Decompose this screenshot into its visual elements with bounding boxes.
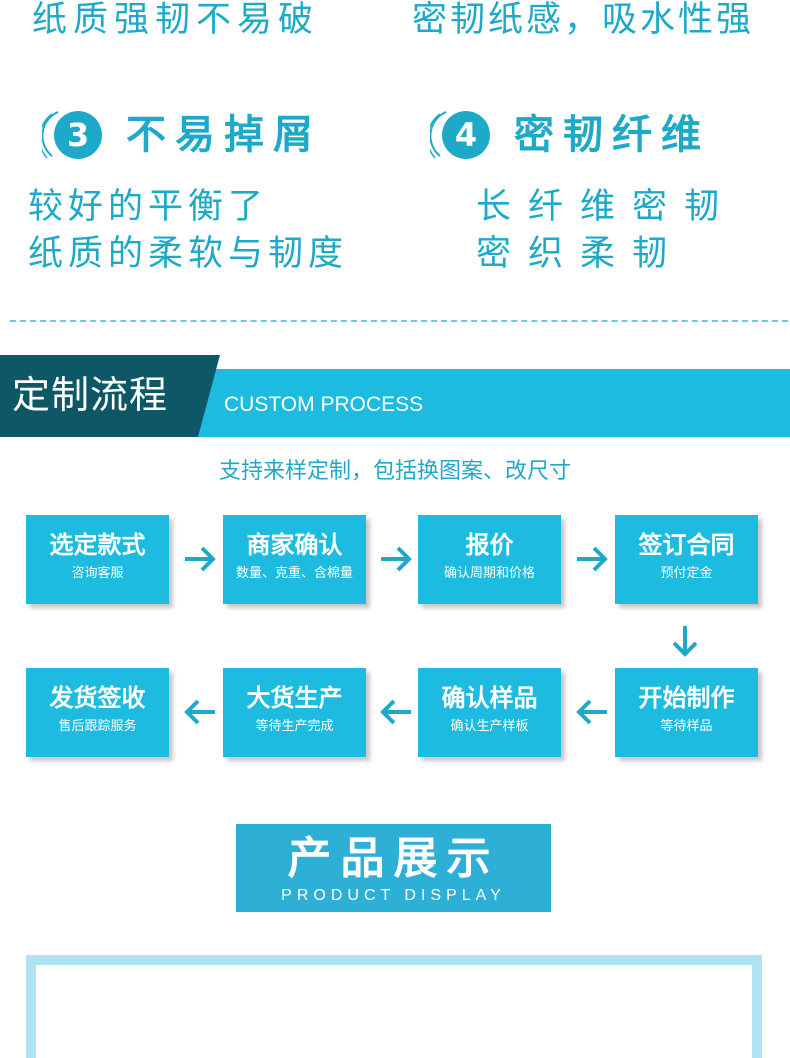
number-circle: 3	[54, 111, 102, 159]
arrow-left-icon	[576, 699, 607, 725]
process-step-1: 选定款式 咨询客服	[26, 515, 169, 604]
product-image-frame	[26, 955, 762, 1058]
section-header-band: 定制流程 CUSTOM PROCESS	[0, 355, 790, 437]
feature-description-4: 长纤维密韧 密织柔韧	[476, 184, 736, 278]
process-step-7: 大货生产 等待生产完成	[223, 668, 366, 757]
feature-title: 密韧纤维	[514, 112, 710, 158]
step-subtitle: 等待生产完成	[255, 719, 334, 734]
number-circle: 4	[442, 111, 490, 159]
step-subtitle: 咨询客服	[71, 566, 124, 581]
process-step-3: 报价 确认周期和价格	[418, 515, 561, 604]
process-step-8: 发货签收 售后跟踪服务	[26, 668, 169, 757]
process-step-2: 商家确认 数量、克重、含棉量	[223, 515, 366, 604]
arrow-right-icon	[185, 546, 216, 572]
process-description: 支持来样定制，包括换图案、改尺寸	[218, 459, 571, 484]
process-step-4: 签订合同 预付定金	[615, 515, 758, 604]
feature-title: 不易掉屑	[126, 112, 322, 158]
feature-text-paper-strong: 纸质强韧不易破	[32, 0, 320, 40]
section-title: 定制流程	[12, 373, 169, 417]
step-title: 确认样品	[441, 684, 538, 712]
product-display-header: 产品展示 PRODUCT DISPLAY	[236, 824, 551, 912]
arrow-left-icon	[184, 699, 215, 725]
step-title: 开始制作	[638, 684, 735, 712]
step-title: 商家确认	[246, 531, 343, 559]
number-badge-3: 3	[42, 106, 102, 164]
arrow-right-icon	[577, 546, 608, 572]
feature-heading-3: 3 不易掉屑	[42, 106, 322, 164]
step-subtitle: 等待样品	[660, 719, 713, 734]
step-title: 发货签收	[49, 684, 146, 712]
process-step-5: 开始制作 等待样品	[615, 668, 758, 757]
step-title: 选定款式	[49, 531, 146, 559]
feature-description-line: 密织柔韧	[476, 234, 685, 274]
feature-description-line: 纸质的柔软与韧度	[28, 234, 349, 274]
step-title: 签订合同	[638, 531, 735, 559]
step-subtitle: 确认生产样板	[450, 719, 529, 734]
step-subtitle: 售后跟踪服务	[58, 719, 137, 734]
step-subtitle: 确认周期和价格	[443, 566, 535, 581]
step-subtitle: 预付定金	[660, 566, 713, 581]
arrow-down-icon	[672, 626, 698, 657]
arrow-right-icon	[381, 546, 412, 572]
product-display-subtitle: PRODUCT DISPLAY	[281, 887, 506, 904]
section-subtitle: CUSTOM PROCESS	[224, 393, 424, 416]
number-badge-4: 4	[430, 106, 490, 164]
feature-description-3: 较好的平衡了 纸质的柔软与韧度	[28, 184, 348, 278]
feature-text-absorbent: 密韧纸感，吸水性强	[412, 0, 755, 40]
feature-description-line: 较好的平衡了	[28, 187, 269, 227]
dashed-divider	[10, 320, 788, 322]
step-subtitle: 数量、克重、含棉量	[235, 566, 353, 581]
step-title: 报价	[465, 531, 514, 559]
arrow-left-icon	[380, 699, 411, 725]
product-display-title: 产品展示	[287, 833, 500, 884]
feature-description-line: 长纤维密韧	[476, 187, 737, 227]
header-band-shape	[0, 355, 790, 437]
process-step-6: 确认样品 确认生产样板	[418, 668, 561, 757]
step-title: 大货生产	[246, 684, 343, 712]
arc-decoration-icon	[42, 111, 59, 159]
feature-heading-4: 4 密韧纤维	[430, 106, 710, 164]
arc-decoration-icon	[430, 111, 447, 159]
